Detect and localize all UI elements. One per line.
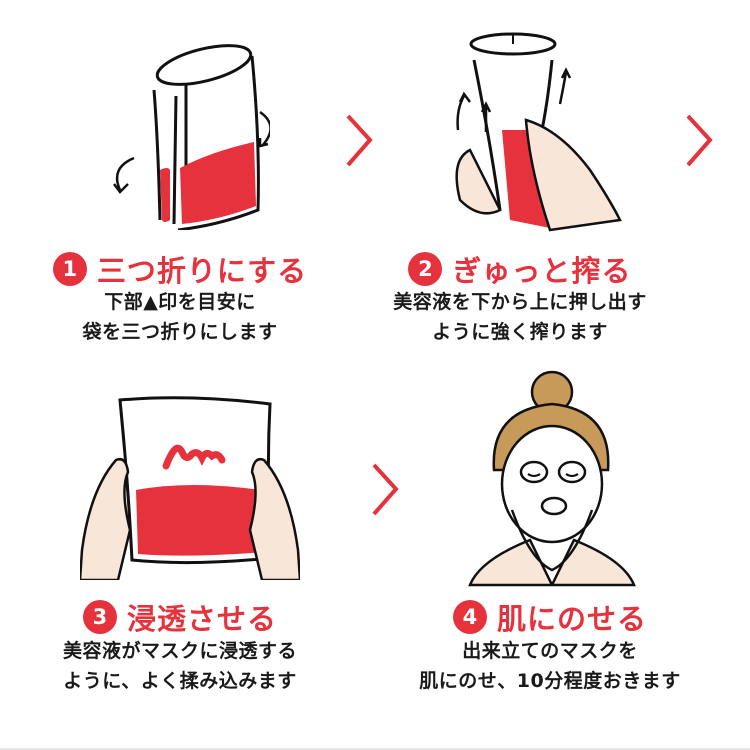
step-number-badge: 3	[82, 600, 117, 634]
step-description: 美容液がマスクに浸透する ように、よく揉み込みます	[62, 640, 297, 692]
face-mask-woman-icon	[468, 370, 636, 587]
step-1-heading: 1 三つ折りにする	[10, 248, 350, 290]
chevron-right-icon	[346, 114, 373, 167]
chevron-right-icon	[372, 463, 399, 516]
step-number-badge: 4	[452, 600, 487, 634]
step-description: 美容液を下から上に押し出す ように強く搾ります	[393, 291, 647, 343]
step-1: 1 三つ折りにする 下部▲印を目安に 袋を三つ折りにします	[10, 0, 350, 360]
step-2: 2 ぎゅっと搾る 美容液を下から上に押し出す ように強く搾ります	[350, 0, 690, 360]
step-4: 4 肌にのせる 出来立てのマスクを 肌にのせ、10分程度おきます	[380, 360, 720, 720]
step-number-badge: 2	[408, 252, 443, 286]
folded-pouch-icon	[113, 44, 270, 230]
step-description: 出来立てのマスクを 肌にのせ、10分程度おきます	[419, 640, 681, 692]
knead-pouch-hands-icon	[80, 396, 300, 580]
step-title: 肌にのせる	[496, 602, 647, 636]
step-title: 浸透させる	[126, 602, 277, 636]
chevron-right-icon	[686, 114, 713, 167]
step-3: 3 浸透させる 美容液がマスクに浸透する ように、よく揉み込みます	[10, 360, 350, 720]
step-title: 三つ折りにする	[96, 254, 308, 288]
step-description: 下部▲印を目安に 袋を三つ折りにします	[82, 291, 278, 343]
step-2-heading: 2 ぎゅっと搾る	[350, 248, 690, 290]
squeeze-pouch-hand-icon	[455, 32, 622, 232]
step-number-badge: 1	[52, 252, 87, 286]
step-3-heading: 3 浸透させる	[10, 596, 350, 638]
divider	[0, 748, 750, 750]
step-4-heading: 4 肌にのせる	[380, 596, 720, 638]
step-title: ぎゅっと搾る	[452, 254, 632, 288]
